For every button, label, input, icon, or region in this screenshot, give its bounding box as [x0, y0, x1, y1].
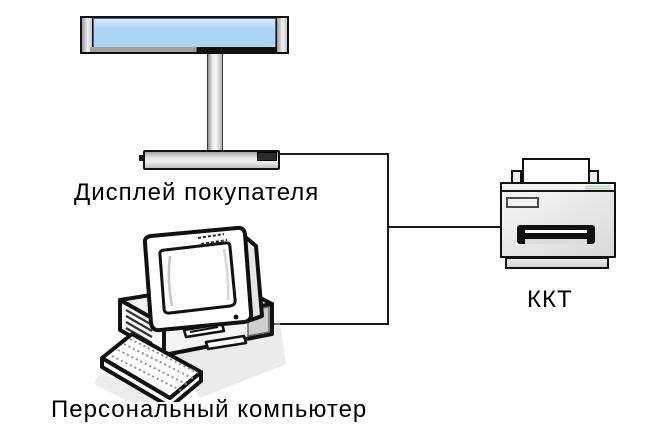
wire-display-to-trunk: [279, 153, 389, 155]
display-base: [143, 150, 280, 170]
printer-base: [505, 257, 609, 269]
display-base-nub: [139, 155, 144, 161]
printer-green-accent: [585, 185, 611, 190]
wire-trunk-vertical: [387, 153, 389, 325]
computer-keyboard: [100, 332, 203, 402]
computer-monitor: [142, 225, 264, 333]
wire-trunk-to-printer: [389, 226, 501, 228]
display-bottom-strip: [90, 47, 277, 52]
display-right-cap: [276, 18, 287, 52]
printer-label-plate: [506, 197, 539, 208]
personal-computer-label: Персональный компьютер: [51, 396, 368, 423]
printer-paper-slot: [517, 225, 595, 244]
fiscal-printer-label: ККТ: [527, 286, 573, 313]
customer-display-label: Дисплей покупателя: [74, 179, 320, 206]
monitor-power-led: [233, 314, 239, 320]
printer-body: [500, 182, 616, 258]
printer-top-band: [502, 184, 614, 192]
display-pole: [207, 54, 223, 150]
wire-computer-to-trunk: [268, 323, 389, 325]
monitor-screen: [158, 241, 237, 315]
personal-computer-icon: [94, 225, 286, 402]
display-left-cap: [82, 18, 93, 52]
monitor-vents: [197, 233, 228, 245]
display-connector: [257, 152, 277, 161]
keyboard-keys: [111, 338, 199, 393]
